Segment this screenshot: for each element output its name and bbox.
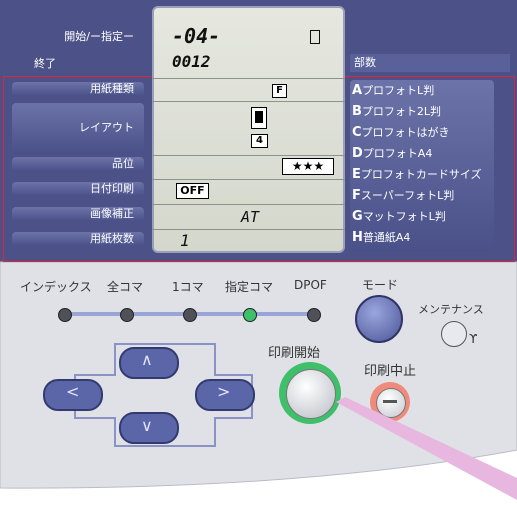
- sheet-count-label: 用紙枚数: [12, 232, 144, 246]
- paper-item: AプロフォトL判: [352, 83, 435, 98]
- led-dpof: [307, 308, 321, 322]
- right-button[interactable]: [195, 379, 255, 411]
- paper-item: GマットフォトL判: [352, 209, 446, 224]
- down-arrow-icon: ∨: [141, 416, 153, 435]
- start-label: 開始/ー指定ー: [64, 30, 134, 43]
- mode-button-label: モード: [362, 278, 399, 292]
- print-start-label: 印刷開始: [268, 346, 321, 361]
- left-button[interactable]: [43, 379, 103, 411]
- lcd-display: [152, 6, 345, 253]
- paper-item: Eプロフォトカードサイズ: [352, 167, 482, 182]
- layout-icon: [251, 107, 267, 129]
- card-icon: [310, 30, 320, 44]
- lcd-end-value: 0012: [172, 52, 211, 71]
- paper-item: Bプロフォト2L判: [352, 104, 442, 119]
- mode-label-all: 全コマ: [107, 280, 144, 294]
- paper-item: FスーパーフォトL判: [352, 188, 455, 203]
- paper-type-label: 用紙種類: [12, 82, 144, 96]
- mode-label-single: 1コマ: [172, 280, 204, 294]
- minus-icon: [383, 400, 397, 403]
- led-index: [58, 308, 72, 322]
- lcd-image-correct-value: AT: [241, 208, 260, 226]
- led-selected-active: [243, 308, 257, 322]
- paper-item: H普通紙A4: [352, 230, 411, 245]
- lcd-divider: [152, 204, 345, 205]
- print-start-button[interactable]: [286, 369, 336, 419]
- paper-item: DプロフォトA4: [352, 146, 433, 161]
- image-correct-label: 画像補正: [12, 207, 144, 221]
- print-stop-button[interactable]: [376, 388, 406, 418]
- arrow-pad: [43, 343, 255, 447]
- date-print-label: 日付印刷: [12, 182, 144, 196]
- lcd-paper-type-code: F: [272, 84, 287, 98]
- paper-item: Cプロフォトはがき: [352, 125, 450, 140]
- lcd-divider: [152, 229, 345, 230]
- lcd-quality-stars: ★★★: [282, 158, 334, 175]
- layout-label: レイアウト: [12, 103, 144, 153]
- end-label: 終了: [34, 57, 56, 70]
- up-arrow-icon: ∧: [141, 350, 153, 369]
- lcd-layout-count: 4: [251, 134, 268, 148]
- lcd-sheet-value: 1: [180, 231, 190, 250]
- lcd-divider: [152, 101, 345, 102]
- lcd-divider: [152, 179, 345, 180]
- paper-list: [350, 80, 494, 252]
- copies-header: 部数: [350, 54, 510, 72]
- mode-label-index: インデックス: [20, 280, 92, 294]
- lcd-date-state: OFF: [176, 183, 209, 199]
- mode-label-selected: 指定コマ: [225, 280, 274, 294]
- mode-label-dpof: DPOF: [294, 278, 327, 292]
- mode-button[interactable]: [355, 295, 403, 343]
- print-stop-label: 印刷中止: [364, 364, 417, 379]
- right-arrow-icon: >: [217, 382, 231, 401]
- lcd-start-value: -04-: [172, 24, 221, 48]
- wrench-icon: ϒ: [469, 332, 478, 346]
- up-button[interactable]: [119, 347, 179, 379]
- lcd-divider: [152, 155, 345, 156]
- lcd-divider: [152, 78, 345, 79]
- led-all: [120, 308, 134, 322]
- quality-label: 品位: [12, 157, 144, 171]
- led-single: [183, 308, 197, 322]
- maintenance-label: メンテナンス: [418, 303, 484, 316]
- left-arrow-icon: <: [66, 382, 80, 401]
- down-button[interactable]: [119, 412, 179, 444]
- maintenance-button[interactable]: [441, 321, 467, 347]
